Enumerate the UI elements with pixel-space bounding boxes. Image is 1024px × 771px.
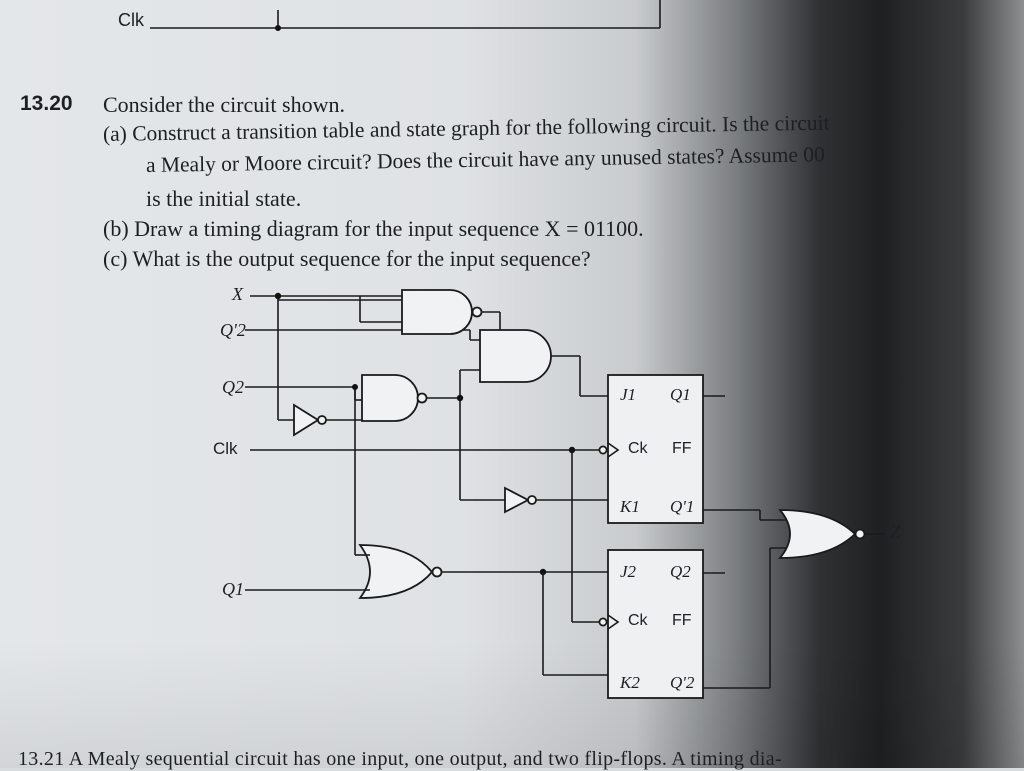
- x-inverter: [293, 403, 320, 437]
- nand-gate-2: [361, 374, 419, 422]
- problem-intro: Consider the circuit shown.: [103, 92, 345, 117]
- k1-inverter: [504, 486, 530, 514]
- label-q2-bar: Q'2: [220, 320, 246, 340]
- page-shadow: [0, 640, 1024, 768]
- label-q1: Q1: [222, 579, 244, 599]
- part-b: (b) Draw a timing diagram for the input …: [103, 216, 644, 241]
- ff2-ck-label: Ck: [628, 612, 648, 629]
- output-z-label: Z: [890, 522, 901, 543]
- label-q2: Q2: [222, 377, 244, 397]
- and-gate-j1: [479, 329, 552, 383]
- flip-flop-2: [607, 549, 704, 699]
- or-gate-j2: [358, 544, 434, 599]
- ff2-name-label: FF: [672, 612, 692, 629]
- ff1-ck-label: Ck: [628, 440, 648, 457]
- label-clk: Clk: [213, 439, 238, 458]
- ff1-name-label: FF: [672, 440, 692, 457]
- nand-gate-1: [401, 289, 473, 335]
- label-x: X: [232, 284, 243, 304]
- nor-gate-output: [778, 509, 857, 559]
- ff1-qbar-label: Q'1: [670, 497, 695, 516]
- ff2-q-label: Q2: [670, 562, 691, 581]
- ff1-j-label: J1: [620, 385, 637, 404]
- problem-number: 13.20: [20, 92, 73, 115]
- part-a-line-3: is the initial state.: [146, 186, 302, 211]
- prev-clk-label: Clk: [118, 10, 144, 30]
- ff1-q-label: Q1: [670, 385, 691, 404]
- x-junction: [274, 292, 282, 300]
- prev-clk-junction: [275, 25, 281, 31]
- next-problem-line: 13.21 A Mealy sequential circuit has one…: [18, 748, 782, 770]
- ff1-k-label: K1: [620, 497, 640, 516]
- ff2-j-label: J2: [620, 562, 637, 581]
- ff2-k-label: K2: [620, 673, 640, 692]
- flip-flop-1: [607, 374, 704, 524]
- ff2-qbar-label: Q'2: [670, 673, 695, 692]
- part-c: (c) What is the output sequence for the …: [103, 246, 591, 271]
